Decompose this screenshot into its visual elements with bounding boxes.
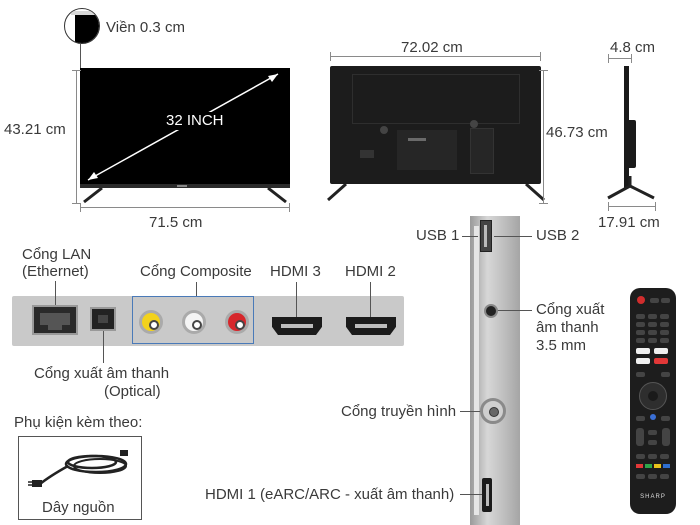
audio-jack-icon <box>484 304 498 318</box>
tv-front-stand <box>83 188 287 204</box>
back-width-label: 72.02 cm <box>401 39 463 56</box>
hdmi1-label: HDMI 1 (eARC/ARC - xuất âm thanh) <box>205 486 455 503</box>
antenna-label: Cổng truyền hình <box>341 403 457 420</box>
front-width-label: 71.5 cm <box>149 214 203 231</box>
back-height-label: 46.73 cm <box>546 124 608 141</box>
rca-yellow-icon <box>139 310 163 334</box>
power-cord-box <box>18 436 142 520</box>
optical-label-line2: (Optical) <box>104 383 161 400</box>
depth-label: 4.8 cm <box>610 39 656 56</box>
hdmi2-label: HDMI 2 <box>345 263 396 280</box>
audio35-label-line2: âm thanh <box>536 319 599 336</box>
rca-white-icon <box>182 310 206 334</box>
optical-port-icon <box>90 307 116 331</box>
hdmi3-label: HDMI 3 <box>270 263 321 280</box>
remote-brand-label: SHARP <box>640 494 666 500</box>
usb1-label: USB 1 <box>416 227 460 244</box>
power-cord-label: Dây nguồn <box>42 499 115 516</box>
front-height-label: 43.21 cm <box>4 121 66 138</box>
audio35-label-line3: 3.5 mm <box>536 337 587 354</box>
bezel-zoom-icon <box>64 8 100 44</box>
accessories-label: Phụ kiện kèm theo: <box>14 414 143 431</box>
hdmi1-port-icon <box>482 478 492 512</box>
lan-label-line2: (Ethernet) <box>22 263 89 280</box>
tv-back-stand <box>327 184 545 202</box>
bezel-label: Viền 0.3 cm <box>106 19 185 36</box>
screen-size-label: 32 INCH <box>164 112 226 130</box>
optical-label-line1: Cổng xuất âm thanh <box>34 365 170 382</box>
coax-port-icon <box>480 398 506 424</box>
usb-port-icon <box>480 220 492 252</box>
usb2-label: USB 2 <box>536 227 580 244</box>
hdmi3-port-icon <box>272 317 322 335</box>
hdmi2-port-icon <box>346 317 396 335</box>
stand-depth-label: 17.91 cm <box>598 214 660 231</box>
tv-side-stand <box>607 176 655 200</box>
power-cord-icon <box>28 450 128 487</box>
rca-red-icon <box>225 310 249 334</box>
lan-port-icon <box>32 305 78 335</box>
remote-control-icon: SHARP <box>630 288 676 514</box>
audio35-label-line1: Cổng xuất <box>536 301 605 318</box>
lan-label-line1: Cổng LAN <box>22 246 92 263</box>
composite-label: Cổng Composite <box>140 263 252 280</box>
composite-port-group <box>132 296 254 344</box>
